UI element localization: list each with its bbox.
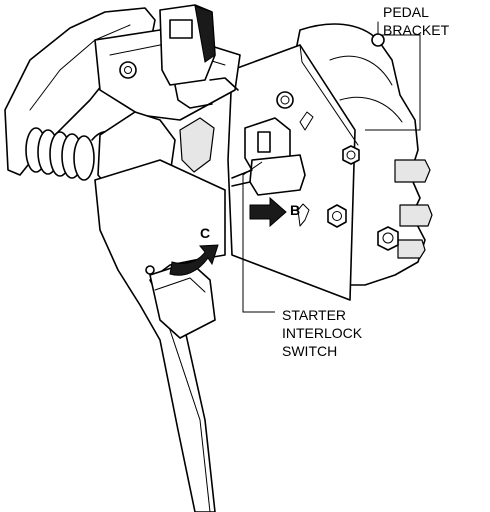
pedal-bracket-label-line2: BRACKET — [383, 22, 450, 38]
pedal-bracket-callout: PEDAL BRACKET — [383, 4, 450, 38]
starter-interlock-switch-callout: STARTER INTERLOCK SWITCH — [282, 307, 363, 359]
starter-interlock-switch-label-line3: SWITCH — [282, 343, 337, 359]
arrow-b: B — [249, 196, 300, 228]
starter-interlock-switch-label-line2: INTERLOCK — [282, 325, 363, 341]
pedal-bracket-label-line1: PEDAL — [383, 4, 429, 20]
pedal-bracket-leader — [365, 34, 421, 131]
starter-interlock-switch-leader — [242, 161, 275, 313]
plate-nut — [327, 204, 347, 228]
pedal-arm — [94, 159, 226, 512]
arrow-c: C — [169, 225, 219, 276]
wiring-connector — [159, 4, 239, 109]
plate-nut — [342, 145, 360, 165]
arrow-b-label: B — [290, 202, 300, 218]
plate-bolt — [276, 91, 294, 109]
arrow-c-label: C — [200, 225, 210, 241]
plate-nut — [377, 226, 399, 251]
return-spring — [25, 127, 119, 181]
starter-interlock-switch — [231, 117, 306, 196]
starter-interlock-switch-label-line1: STARTER — [282, 307, 346, 323]
